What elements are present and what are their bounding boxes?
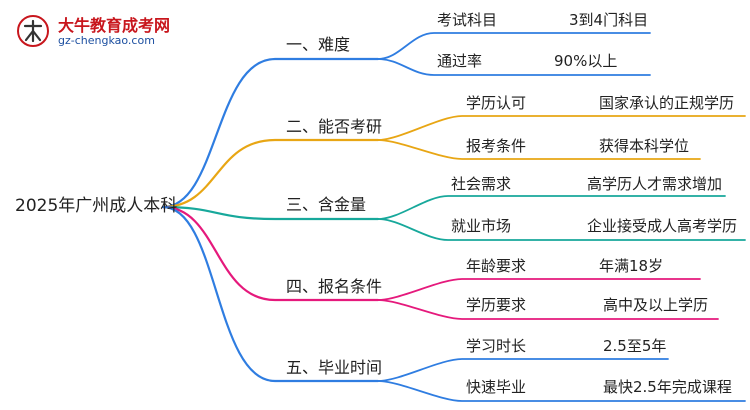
leaf-connector <box>377 218 746 241</box>
logo-title: 大牛教育成考网 <box>58 16 171 35</box>
branch-connector <box>161 205 380 383</box>
site-logo: 大牛教育成考网 gz-chengkao.com <box>8 6 208 52</box>
leaf-key: 学历认可 <box>466 94 527 112</box>
leaf-value: 2.5至5年 <box>603 337 667 355</box>
leaf-value: 高中及以上学历 <box>603 296 709 314</box>
logo-url: gz-chengkao.com <box>58 34 155 47</box>
leaf-key: 学历要求 <box>466 296 527 314</box>
leaf-value: 年满18岁 <box>599 257 664 275</box>
leaf-value: 最快2.5年完成课程 <box>603 378 732 396</box>
branch-connector <box>161 138 380 209</box>
branch-value-label: 三、含金量 <box>286 195 367 214</box>
leaf-key: 社会需求 <box>451 175 512 193</box>
leaf-value: 3到4门科目 <box>569 11 649 29</box>
branch-grad-exam-label: 二、能否考研 <box>286 117 383 136</box>
leaf-key: 就业市场 <box>451 217 512 235</box>
leaf-connector <box>377 380 746 402</box>
leaf-key: 年龄要求 <box>466 257 527 275</box>
branch-requirements-label: 四、报名条件 <box>286 277 383 296</box>
branch-connector <box>161 205 380 302</box>
leaf-connector <box>377 195 726 220</box>
leaf-value: 90%以上 <box>554 52 618 70</box>
leaf-connector <box>377 139 701 160</box>
root-topic: 2025年广州成人本科 <box>15 196 178 216</box>
logo-emblem-icon <box>17 15 49 47</box>
leaf-value: 企业接受成人高考学历 <box>587 217 738 235</box>
leaf-connector <box>377 278 701 301</box>
leaf-value: 获得本科学位 <box>599 137 690 155</box>
leaf-key: 学习时长 <box>466 337 527 355</box>
leaf-key: 快速毕业 <box>466 378 527 396</box>
leaf-value: 国家承认的正规学历 <box>599 94 735 112</box>
leaf-connector <box>377 32 651 60</box>
leaf-key: 通过率 <box>437 52 483 70</box>
leaf-connector <box>377 58 651 76</box>
leaf-key: 报考条件 <box>466 137 527 155</box>
leaf-connector <box>377 299 719 320</box>
leaf-key: 考试科目 <box>437 11 498 29</box>
leaf-connector <box>377 358 669 382</box>
branch-difficulty-label: 一、难度 <box>286 35 351 54</box>
leaf-value: 高学历人才需求增加 <box>587 175 723 193</box>
leaf-connector <box>377 115 746 141</box>
branch-duration-label: 五、毕业时间 <box>286 358 383 377</box>
branch-connector <box>161 57 380 209</box>
branch-connector <box>161 205 380 221</box>
